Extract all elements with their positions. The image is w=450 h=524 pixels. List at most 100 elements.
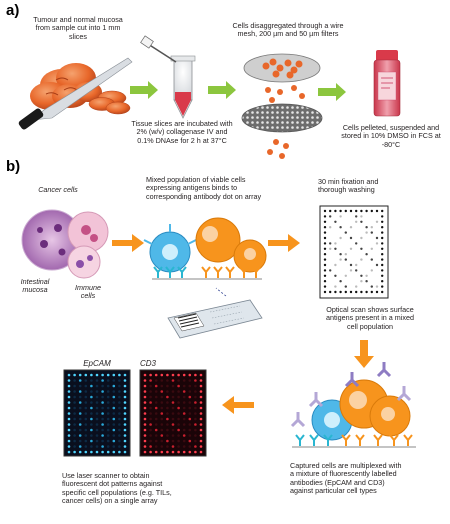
array-dot bbox=[143, 417, 147, 421]
array-dot bbox=[349, 236, 353, 240]
array-dot bbox=[84, 423, 88, 426]
cd3-dot-grid bbox=[143, 373, 203, 454]
array-dot bbox=[123, 384, 127, 388]
array-dot bbox=[349, 209, 353, 213]
array-dot bbox=[90, 379, 93, 382]
array-dot bbox=[90, 434, 93, 437]
array-dot bbox=[365, 209, 368, 213]
array-dot bbox=[188, 417, 192, 421]
array-dot bbox=[149, 434, 152, 437]
array-dot bbox=[370, 209, 373, 213]
array-dot bbox=[101, 439, 104, 443]
array-dot bbox=[106, 445, 110, 448]
array-dot bbox=[329, 247, 332, 250]
array-dot bbox=[123, 412, 127, 415]
array-dot bbox=[323, 263, 327, 267]
array-dot bbox=[344, 253, 347, 256]
panel-a-step1-text: Tumour and normal mucosa from sample cut… bbox=[33, 15, 123, 41]
array-dot bbox=[73, 384, 76, 388]
array-dot bbox=[194, 428, 197, 432]
array-dot bbox=[199, 450, 203, 454]
array-dot bbox=[112, 412, 116, 415]
array-dot-grid bbox=[323, 209, 384, 294]
array-dot bbox=[95, 406, 99, 410]
array-dot bbox=[166, 401, 169, 404]
array-dot bbox=[381, 209, 384, 213]
array-dot bbox=[360, 280, 363, 283]
array-dot bbox=[344, 258, 347, 261]
array-dot bbox=[182, 412, 186, 415]
array-dot bbox=[334, 263, 337, 267]
array-dot bbox=[123, 428, 127, 432]
array-dot bbox=[323, 215, 327, 218]
array-dot bbox=[112, 445, 116, 448]
array-dot bbox=[188, 384, 192, 388]
array-dot bbox=[194, 373, 197, 377]
array-dot bbox=[194, 450, 197, 454]
array-dot bbox=[360, 274, 363, 277]
fixation-text: 30 min fixation and thorough washing bbox=[318, 177, 379, 195]
array-dot bbox=[90, 439, 93, 443]
array-dot bbox=[112, 434, 116, 437]
array-dot bbox=[355, 242, 358, 245]
array-dot bbox=[323, 280, 327, 283]
array-dot bbox=[171, 395, 175, 399]
array-dot bbox=[143, 406, 147, 410]
array-dot bbox=[166, 412, 169, 415]
epcam-label: EpCAM bbox=[83, 359, 111, 368]
laser-scanner-text: Use laser scanner to obtain fluorescent … bbox=[62, 471, 172, 506]
array-dot bbox=[90, 428, 93, 432]
array-dot bbox=[95, 428, 99, 432]
array-dot bbox=[177, 401, 180, 404]
array-dot bbox=[95, 450, 99, 454]
array-dot bbox=[78, 445, 82, 448]
array-dot bbox=[365, 253, 368, 256]
array-dot bbox=[339, 290, 342, 294]
array-dot bbox=[381, 242, 384, 245]
array-dot bbox=[154, 373, 158, 377]
array-dot bbox=[194, 412, 197, 415]
array-dot bbox=[160, 428, 164, 432]
array-dot bbox=[355, 209, 358, 213]
array-dot bbox=[149, 428, 152, 432]
array-dot bbox=[381, 263, 384, 267]
array-dot bbox=[171, 439, 175, 443]
orange-cell-icon bbox=[195, 217, 267, 273]
array-dot bbox=[182, 384, 186, 388]
array-dot bbox=[166, 390, 169, 393]
array-dot bbox=[118, 434, 121, 437]
array-dot bbox=[106, 439, 110, 443]
array-dot bbox=[84, 384, 88, 388]
array-dot bbox=[101, 445, 104, 448]
array-dot bbox=[339, 215, 342, 218]
array-dot bbox=[188, 434, 192, 437]
blue-cell-icon bbox=[143, 224, 197, 273]
array-dot bbox=[101, 412, 104, 415]
array-dot bbox=[73, 373, 76, 377]
array-dot bbox=[199, 379, 203, 382]
array-dot bbox=[154, 423, 158, 426]
array-dot bbox=[154, 390, 158, 393]
array-dot bbox=[177, 423, 180, 426]
array-dot bbox=[154, 384, 158, 388]
array-dot bbox=[95, 379, 99, 382]
array-dot bbox=[78, 390, 82, 393]
panel-a-label: a) bbox=[6, 2, 20, 19]
array-dot bbox=[329, 215, 332, 218]
array-dot bbox=[360, 209, 363, 213]
array-dot bbox=[84, 428, 88, 432]
array-dot bbox=[118, 390, 121, 393]
array-dot bbox=[381, 226, 384, 229]
array-dot bbox=[78, 412, 82, 415]
array-dot bbox=[154, 401, 158, 404]
array-dot bbox=[78, 417, 82, 421]
array-dot bbox=[123, 423, 127, 426]
array-dot bbox=[149, 384, 152, 388]
array-dot bbox=[154, 434, 158, 437]
array-dot bbox=[73, 450, 76, 454]
array-dot bbox=[365, 290, 368, 294]
array-dot bbox=[73, 423, 76, 426]
array-dot bbox=[160, 401, 164, 404]
array-dot bbox=[160, 406, 164, 410]
array-dot bbox=[101, 384, 104, 388]
